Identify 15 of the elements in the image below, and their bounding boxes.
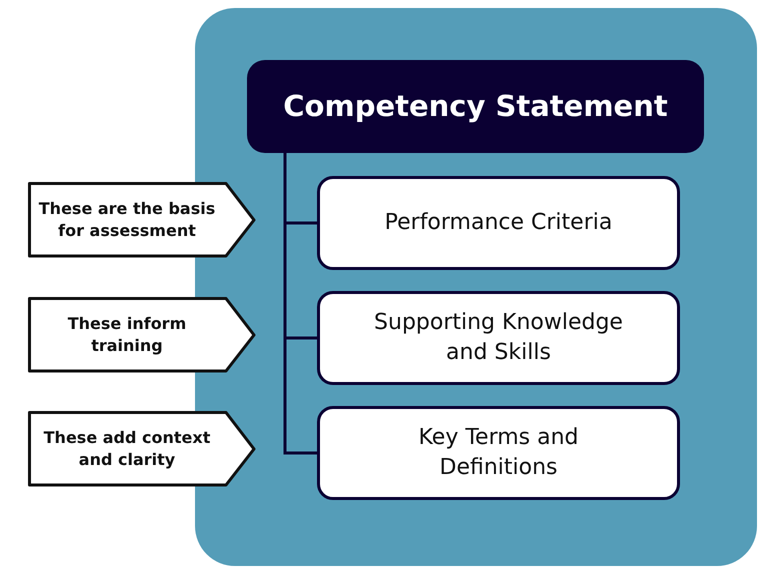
item-box	[317, 291, 680, 385]
pentagon-tag	[28, 411, 256, 487]
item-box	[317, 176, 680, 270]
heading: Competency Statement	[283, 88, 668, 125]
tag-label: These are the basis for assessment	[38, 198, 216, 242]
item-label: Supporting Knowledge and Skills	[373, 309, 624, 367]
connector-line	[284, 153, 317, 454]
header-box	[247, 60, 704, 153]
item-label: Performance Criteria	[384, 209, 612, 238]
pentagon-tag	[28, 182, 256, 258]
tag-label: These inform training	[66, 313, 188, 357]
tag-label: These add context and clarity	[42, 427, 212, 471]
item-label: Key Terms and Definitions	[417, 424, 580, 482]
pentagon-tag	[28, 297, 256, 373]
item-box	[317, 406, 680, 500]
